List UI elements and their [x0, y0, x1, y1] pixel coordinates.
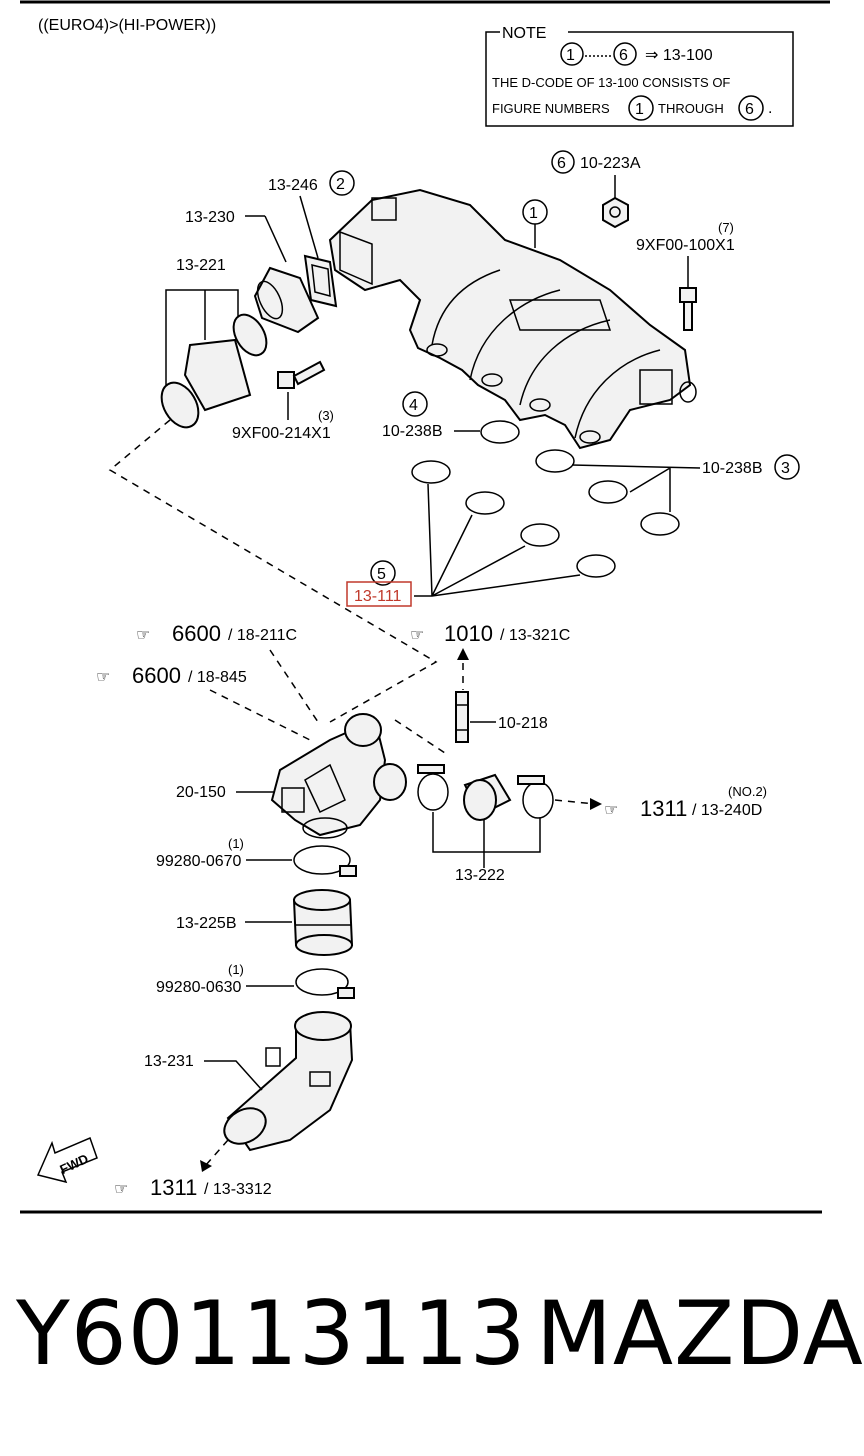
note-circle-1 [628, 95, 654, 121]
callout-9xf00-100x1: 9XF00-100X1 [636, 237, 735, 254]
ref-1311-13-3312: ☞ 1311 / 13-3312 [114, 1175, 272, 1200]
note-range-to: 6 [619, 47, 628, 64]
callout-13-230: 13-230 [185, 209, 235, 226]
intake-manifold [328, 188, 697, 450]
callout-6-circle [551, 150, 575, 174]
gasket-13-246 [303, 254, 338, 308]
hose-13-221 [160, 313, 268, 429]
svg-text:☞: ☞ [604, 802, 618, 819]
note-line2a: FIGURE NUMBERS [492, 101, 610, 116]
footer: Y60113113 MAZDA [0, 1290, 864, 1400]
note-line2b: THROUGH [658, 101, 724, 116]
ref-a-code: / 18-211C [228, 627, 297, 644]
fwd-arrow-icon: FWD [36, 1136, 98, 1184]
callout-99280-0670: 99280-0670 [156, 853, 242, 870]
callout-3-num: 3 [781, 460, 790, 477]
ref-1311-13-240d: ☞ 1311 / 13-240D [604, 796, 762, 821]
callout-13-111: 13-111 [354, 588, 402, 605]
callout-4-num: 4 [409, 397, 418, 414]
callout-3-circle [774, 454, 800, 480]
callout-0670-qty: (1) [228, 836, 244, 851]
clamp-99280-0630 [295, 968, 355, 999]
callout-10-238b-right: 10-238B [702, 460, 763, 477]
callout-13-222: 13-222 [455, 867, 505, 884]
note-num1: 1 [635, 101, 644, 118]
ref-e-code: / 13-3312 [204, 1181, 272, 1198]
callout-0630-qty: (1) [228, 962, 244, 977]
ref-c-code: / 13-321C [500, 627, 570, 644]
callout-13-246: 13-246 [268, 177, 318, 194]
callout-1-num: 1 [529, 205, 538, 222]
note-line1: THE D-CODE OF 13-100 CONSISTS OF [492, 75, 730, 90]
callout-2-circle [329, 170, 355, 196]
svg-text:☞: ☞ [136, 627, 150, 644]
ref-d-code: / 13-240D [692, 802, 762, 819]
callout-10-218: 10-218 [498, 715, 548, 732]
callout-13-231: 13-231 [144, 1053, 194, 1070]
fwd-label: FWD [57, 1151, 90, 1177]
note-circle-from [560, 42, 584, 66]
callout-20-150: 20-150 [176, 784, 226, 801]
ref-d-num: 1311 [640, 796, 687, 821]
callout-13-221: 13-221 [176, 257, 226, 274]
ref-b-num: 6600 [132, 663, 181, 688]
ref-6600-18-845: ☞ 6600 / 18-845 [96, 663, 247, 688]
callout-2-num: 2 [336, 176, 345, 193]
note-arrow-text: ⇒ 13-100 [645, 47, 713, 64]
note-circle-to [613, 42, 637, 66]
ref-a-num: 6600 [172, 621, 221, 646]
callout-99280-0630: 99280-0630 [156, 979, 242, 996]
note-box: NOTE 1 6 ⇒ 13-100 THE D-CODE OF 13-100 C… [485, 25, 794, 127]
callout-10-223a: 10-223A [580, 155, 641, 172]
ref-c-num: 1010 [444, 621, 493, 646]
note-line2-end: . [768, 100, 772, 117]
callout-5-circle [370, 560, 396, 586]
adapter-13-230 [253, 266, 320, 334]
callout-214-qty: (3) [318, 408, 334, 423]
nut-10-223a [602, 175, 629, 229]
callout-4-circle [402, 391, 428, 417]
ref-d-qty: (NO.2) [728, 784, 767, 799]
note-range-from: 1 [566, 47, 575, 64]
svg-text:☞: ☞ [96, 669, 110, 686]
part-number: Y60113113 [16, 1282, 527, 1385]
pipe-13-231 [223, 1011, 354, 1152]
ref-1010-13-321c: ☞ 1010 / 13-321C [410, 621, 570, 646]
callout-10-238b-left: 10-238B [382, 423, 443, 440]
stud-10-218 [455, 691, 469, 743]
throttle-body-20-150 [270, 713, 407, 839]
note-title: NOTE [502, 25, 546, 42]
brand-name: MAZDA [536, 1282, 864, 1385]
o-ring-set [411, 420, 680, 578]
callout-6-num: 6 [557, 155, 566, 172]
hose-13-225b [292, 889, 354, 956]
hose-set-13-222 [417, 764, 554, 821]
callout-9xf00-214x1: 9XF00-214X1 [232, 425, 331, 442]
ref-b-code: / 18-845 [188, 669, 247, 686]
callout-5-num: 5 [377, 566, 386, 583]
bolt-9xf00-214x1 [277, 360, 326, 389]
clamp-99280-0670 [293, 845, 357, 877]
ref-e-num: 1311 [150, 1175, 197, 1200]
note-num2: 6 [745, 101, 754, 118]
svg-text:☞: ☞ [114, 1181, 128, 1198]
callout-13-225b: 13-225B [176, 915, 237, 932]
bolt-9xf00-100x1 [679, 287, 697, 331]
ref-6600-18-211c: ☞ 6600 / 18-211C [136, 621, 297, 646]
highlight-box [346, 581, 412, 607]
note-circle-6 [738, 95, 764, 121]
variant-label: ((EURO4)>(HI-POWER)) [38, 17, 216, 34]
callout-7-qty: (7) [718, 220, 734, 235]
svg-text:☞: ☞ [410, 627, 424, 644]
